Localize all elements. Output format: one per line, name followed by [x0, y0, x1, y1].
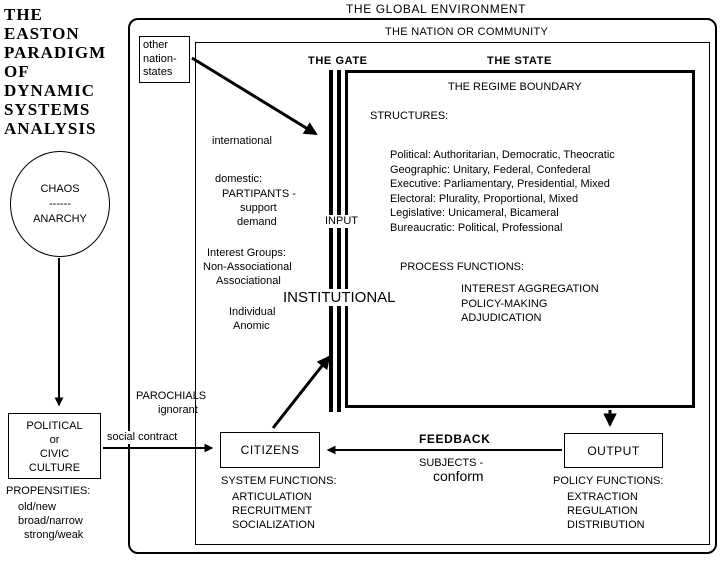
support-label: support: [240, 202, 277, 214]
state-box: [345, 70, 695, 408]
other-nation-states-line: other: [143, 39, 169, 51]
structure-item: Political: Authoritarian, Democratic, Th…: [390, 149, 615, 161]
feedback-label: FEEDBACK: [419, 432, 491, 446]
regime-boundary-label: THE REGIME BOUNDARY: [448, 81, 582, 93]
policy-function-item: EXTRACTION: [567, 491, 638, 503]
political-culture-line: or: [49, 434, 60, 446]
global-environment-label: THE GLOBAL ENVIRONMENT: [346, 2, 527, 16]
other-nation-states-box: other nation- states: [139, 36, 190, 83]
participants-label: PARTIPANTS -: [222, 188, 296, 200]
state-label: THE STATE: [487, 55, 552, 67]
structures-list: Political: Authoritarian, Democratic, Th…: [390, 148, 615, 235]
propensities-heading: PROPENSITIES:: [6, 485, 91, 497]
gate-bar-left: [329, 70, 333, 412]
other-nation-states-line: nation-: [143, 52, 177, 65]
chaos-line: ANARCHY: [33, 212, 87, 225]
political-culture-line: CIVIC: [39, 448, 70, 460]
ignorant-label: ignorant: [158, 404, 198, 416]
nation-box: [195, 42, 710, 545]
political-culture-line: POLITICAL: [26, 420, 83, 432]
interest-groups-label: Interest Groups:: [207, 247, 286, 259]
global-environment-box: [128, 18, 717, 554]
political-culture-box: POLITICAL or CIVIC CULTURE: [8, 413, 101, 479]
subjects-label: SUBJECTS -: [419, 457, 484, 469]
nation-label: THE NATION OR COMMUNITY: [385, 26, 549, 38]
individual-label: Individual: [229, 306, 276, 318]
input-label: INPUT: [323, 215, 360, 228]
conform-label: conform: [433, 468, 484, 484]
process-functions-heading: PROCESS FUNCTIONS:: [400, 261, 525, 273]
propensities-list: old/new broad/narrow strong/weak: [18, 500, 83, 542]
system-functions-list: ARTICULATION RECRUITMENT SOCIALIZATION: [232, 490, 315, 532]
policy-function-item: DISTRIBUTION: [567, 519, 645, 531]
system-function-item: ARTICULATION: [232, 491, 312, 503]
policy-function-item: REGULATION: [567, 505, 638, 517]
international-label: international: [212, 135, 272, 147]
title-line: THE: [4, 5, 43, 24]
system-functions-heading: SYSTEM FUNCTIONS:: [221, 475, 337, 487]
associational-label: Associational: [216, 275, 281, 287]
citizens-box: CITIZENS: [220, 432, 320, 468]
anomic-label: Anomic: [233, 320, 270, 332]
title-line: DYNAMIC: [4, 81, 96, 100]
institutional-label: INSTITUTIONAL: [281, 289, 398, 306]
structure-item: Electoral: Plurality, Proportional, Mixe…: [390, 192, 579, 205]
social-contract-label: social contract: [105, 431, 180, 444]
structure-item: Geographic: Unitary, Federal, Confederal: [390, 163, 591, 176]
structures-heading: STRUCTURES:: [370, 110, 449, 122]
political-culture-line: CULTURE: [28, 462, 81, 474]
gate-label: THE GATE: [308, 55, 368, 67]
system-function-item: RECRUITMENT: [232, 505, 313, 517]
propensity-item: old/new: [18, 501, 56, 513]
output-label: OUTPUT: [587, 443, 640, 458]
title-line: PARADIGM: [4, 43, 107, 62]
process-function-item: POLICY-MAKING: [461, 297, 548, 310]
domestic-label: domestic:: [215, 173, 263, 185]
structure-item: Executive: Parliamentary, Presidential, …: [390, 178, 610, 190]
other-nation-states-line: states: [143, 66, 173, 78]
policy-functions-heading: POLICY FUNCTIONS:: [553, 475, 664, 487]
chaos-line: CHAOS: [40, 182, 80, 195]
process-functions-list: INTEREST AGGREGATION POLICY-MAKING ADJUD…: [461, 282, 599, 326]
process-function-item: INTEREST AGGREGATION: [461, 283, 599, 295]
diagram-title: THE EASTON PARADIGM OF DYNAMIC SYSTEMS A…: [4, 5, 106, 138]
title-line: ANALYSIS: [4, 119, 97, 138]
title-line: OF: [4, 62, 30, 81]
gate-bar-right: [337, 70, 341, 412]
title-line: SYSTEMS: [4, 100, 91, 119]
title-line: EASTON: [4, 24, 80, 43]
parochials-label: PAROCHIALS: [136, 390, 207, 402]
chaos-line: ------: [49, 197, 71, 210]
propensity-item: broad/narrow: [18, 515, 83, 527]
citizens-label: CITIZENS: [240, 443, 300, 457]
chaos-anarchy-circle: CHAOS ------ ANARCHY: [10, 151, 110, 257]
demand-label: demand: [237, 216, 277, 228]
system-function-item: SOCIALIZATION: [232, 519, 315, 531]
structure-item: Bureaucratic: Political, Professional: [390, 221, 563, 234]
output-box: OUTPUT: [564, 433, 663, 468]
process-function-item: ADJUDICATION: [461, 312, 542, 324]
propensity-item: strong/weak: [24, 529, 84, 541]
non-associational-label: Non-Associational: [203, 261, 292, 273]
policy-functions-list: EXTRACTION REGULATION DISTRIBUTION: [567, 490, 645, 532]
structure-item: Legislative: Unicameral, Bicameral: [390, 207, 559, 219]
